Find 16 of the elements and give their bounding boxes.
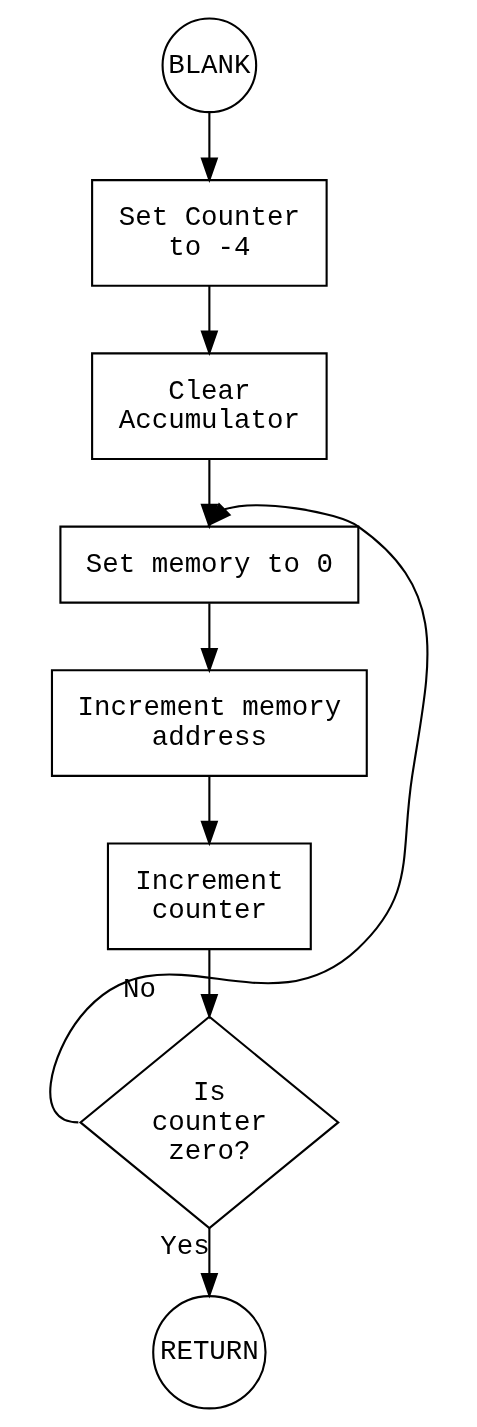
node-box: Set Counter to -4 [90, 179, 328, 287]
node-box: Set memory to 0 [58, 525, 359, 604]
edge-label: No [122, 974, 156, 1006]
node-diamond: Is counter zero? [78, 1015, 340, 1230]
arrow [200, 603, 218, 674]
arrow [200, 775, 218, 847]
node-circle: RETURN [151, 1295, 267, 1410]
node-box: Increment memory address [50, 669, 368, 777]
arrow [200, 949, 218, 1020]
node-circle: BLANK [161, 17, 257, 114]
arrow [200, 112, 218, 183]
node-box: Clear Accumulator [90, 352, 328, 461]
node-box: Increment counter [106, 842, 312, 951]
arrow [200, 1228, 218, 1299]
edge-label: Yes [159, 1230, 210, 1262]
arrow [200, 285, 218, 356]
